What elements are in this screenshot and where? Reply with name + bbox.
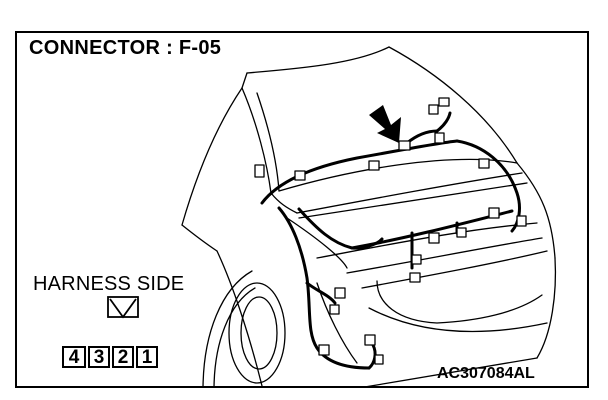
car-body-outline <box>181 46 557 386</box>
connector-title: CONNECTOR : F-05 <box>29 37 222 59</box>
wiring-harness <box>260 111 521 370</box>
connector-pin: 4 <box>64 346 86 368</box>
connector-diagram: CONNECTOR : F-05 HARNESS SIDE AC307084AL… <box>15 31 589 388</box>
connector-pin: 2 <box>112 346 134 368</box>
rear-wheel <box>202 270 286 386</box>
vehicle-harness-drawing <box>107 46 557 386</box>
figure-code: AC307084AL <box>437 365 535 382</box>
connector-key-symbol <box>107 296 139 319</box>
connector-pin: 1 <box>136 346 158 368</box>
indicator-arrow <box>369 105 401 143</box>
harness-connectors <box>254 97 527 365</box>
connector-pin-row: 4 3 2 1 <box>62 346 158 368</box>
connector-pin: 3 <box>88 346 110 368</box>
harness-side-label: HARNESS SIDE <box>33 273 185 295</box>
